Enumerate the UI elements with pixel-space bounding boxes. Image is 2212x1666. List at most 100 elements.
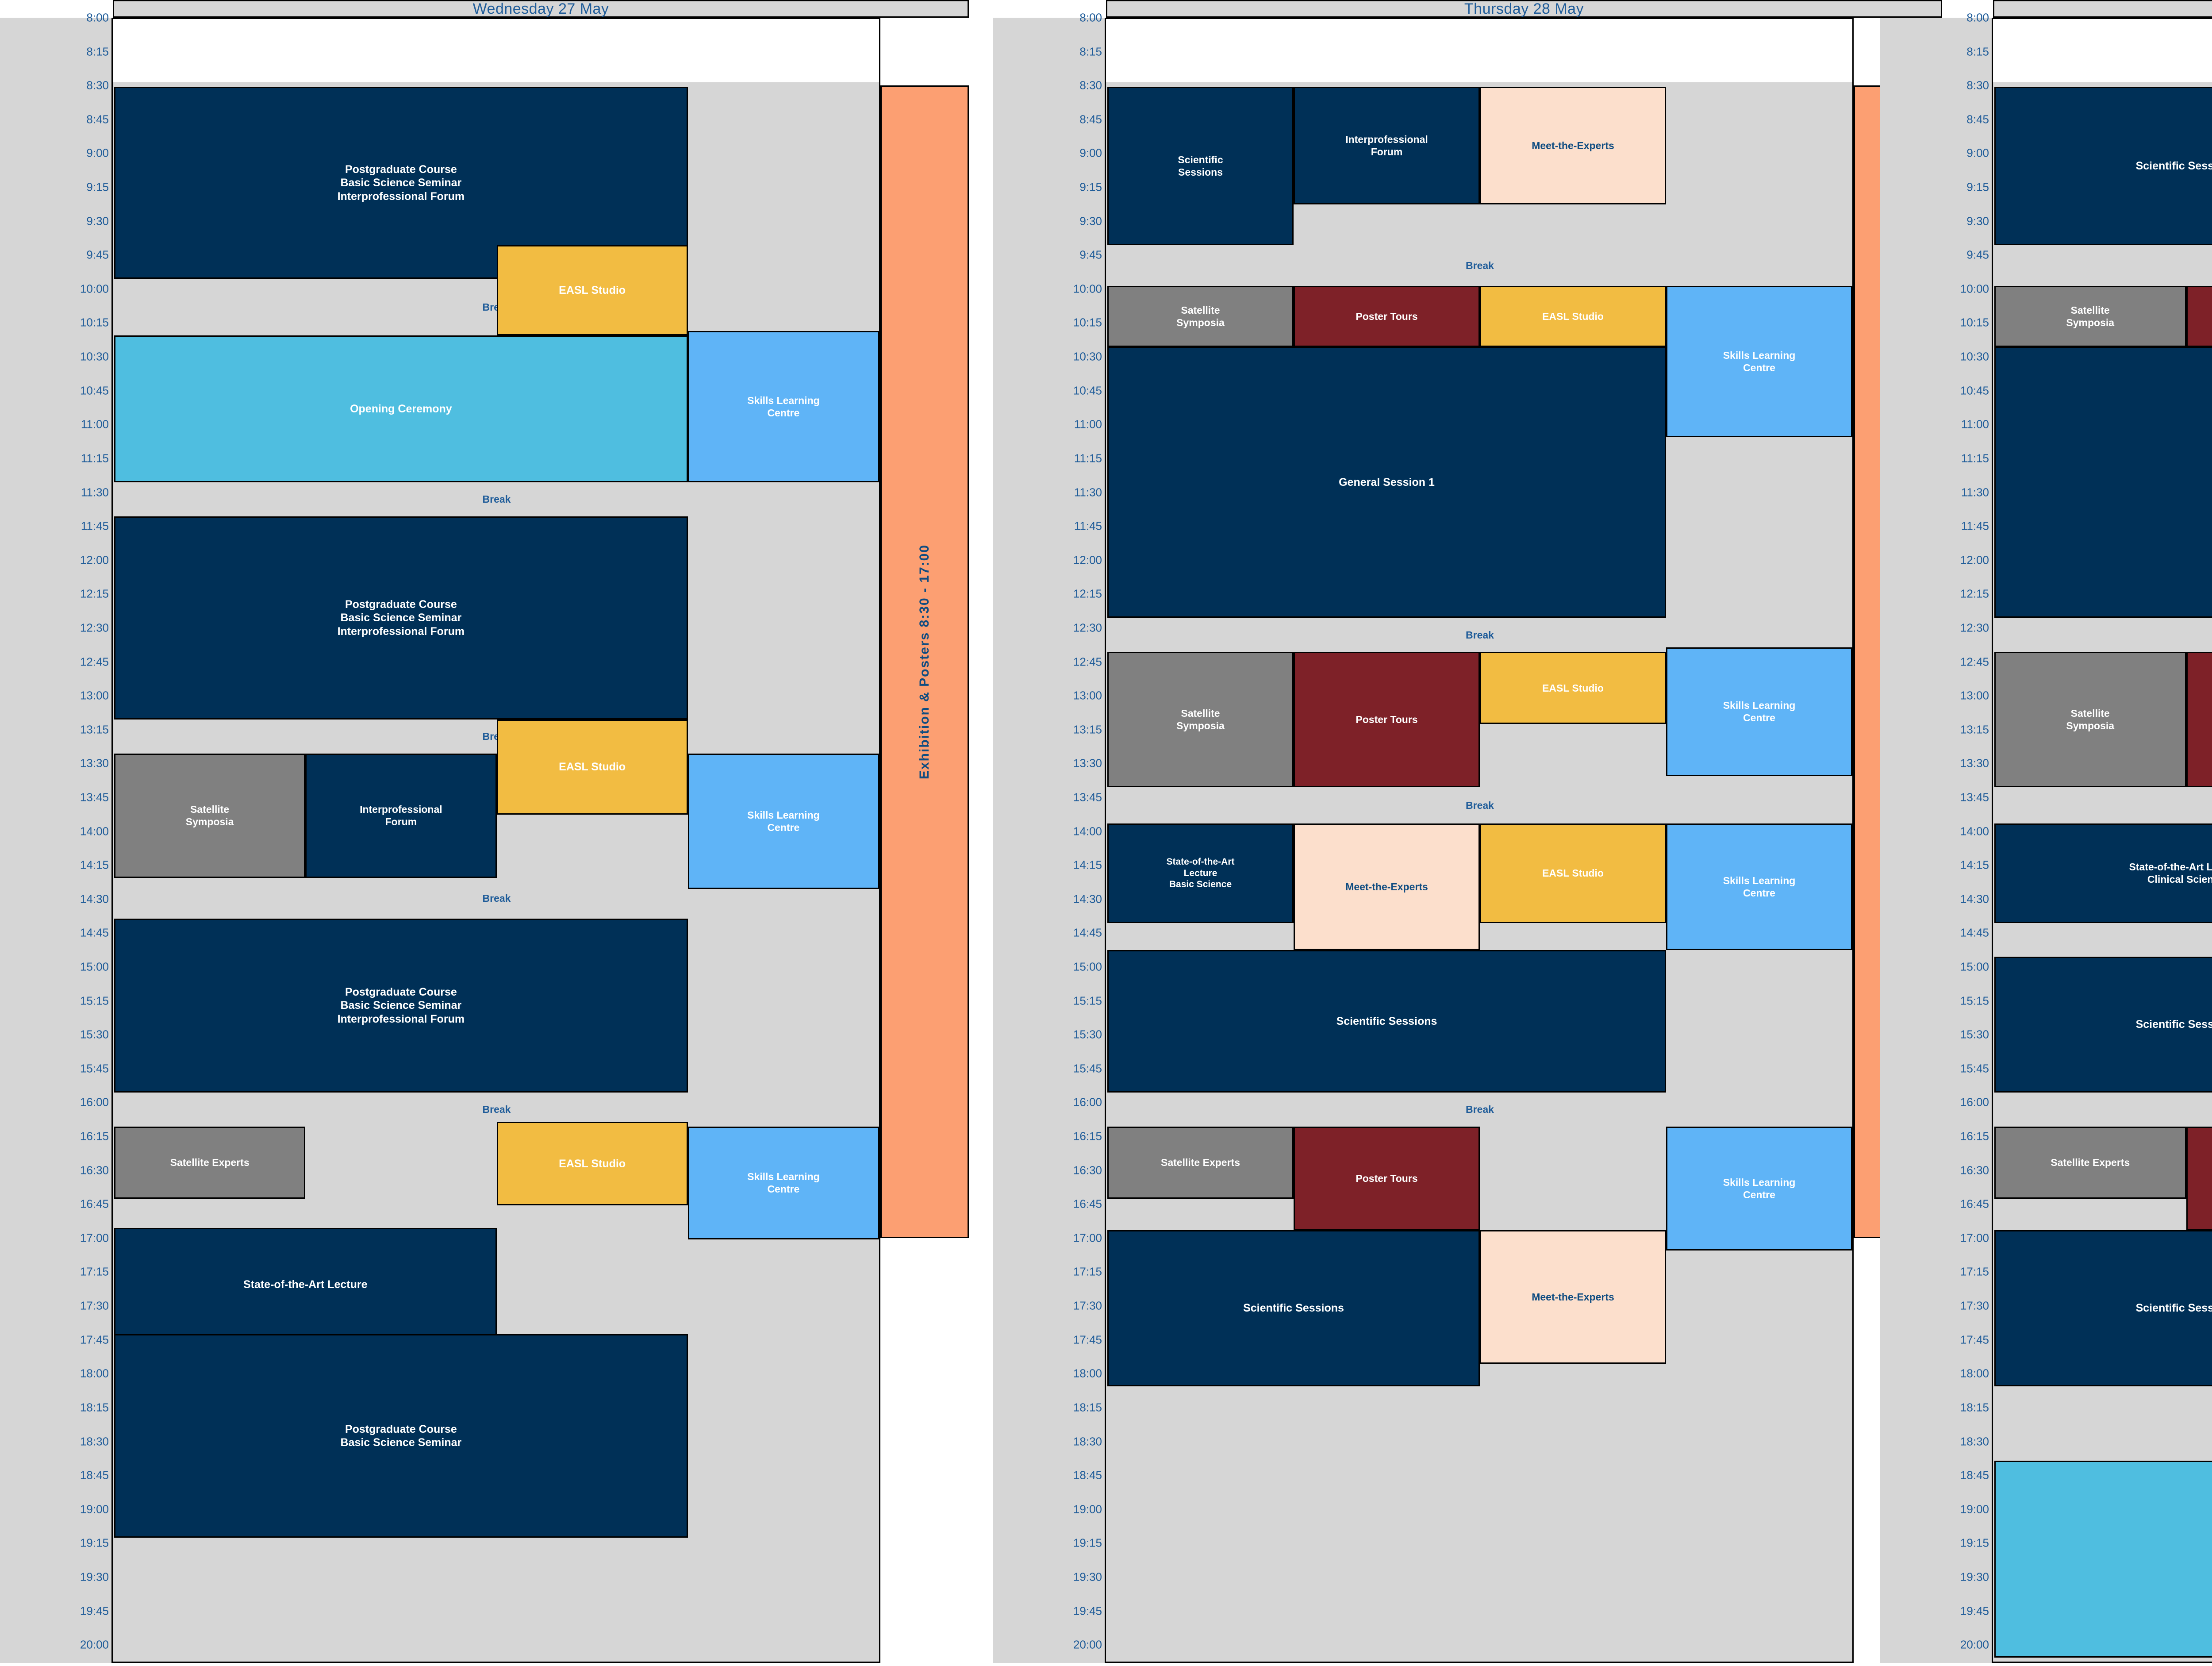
schedule-event[interactable]: Meet-the-Experts <box>1480 1230 1666 1364</box>
schedule-event[interactable]: Meet-the-Experts <box>1480 87 1666 204</box>
schedule-event[interactable]: Break <box>114 1092 879 1127</box>
schedule-event[interactable]: Break <box>1107 245 1852 286</box>
time-tick: 10:30 <box>80 350 109 363</box>
event-label: EASL Studio <box>1542 310 1604 322</box>
event-label: Break <box>1996 934 2212 946</box>
event-label: Break <box>1466 629 1494 641</box>
event-label: EASL General Assembly <box>1997 1552 2212 1566</box>
time-tick: 15:45 <box>80 1062 109 1075</box>
schedule-event[interactable]: EASL Studio <box>1480 823 1666 923</box>
schedule-event[interactable]: Break <box>1994 618 2212 652</box>
time-tick: 14:00 <box>1073 824 1102 838</box>
time-tick: 14:00 <box>1960 824 1989 838</box>
schedule-event[interactable]: Break <box>1994 245 2212 286</box>
schedule-event[interactable]: Opening Ceremony <box>114 335 688 482</box>
time-tick: 13:45 <box>1960 790 1989 804</box>
schedule-event[interactable]: Break <box>1994 787 2212 824</box>
time-tick: 13:15 <box>1073 723 1102 736</box>
event-label: Poster Tours <box>1356 714 1418 726</box>
event-label: Poster Tours <box>2189 713 2212 726</box>
schedule-event[interactable]: Scientific Sessions <box>1994 1230 2212 1386</box>
schedule-event[interactable]: Break <box>1107 1092 1852 1127</box>
time-tick: 17:00 <box>80 1231 109 1245</box>
event-label: Break <box>1996 1103 2212 1116</box>
schedule-event[interactable]: State-of-the-Art LectureClinical Science <box>1994 823 2212 923</box>
time-tick: 8:00 <box>86 11 109 24</box>
time-tick: 15:30 <box>1960 1027 1989 1041</box>
schedule-event[interactable]: General Session 1 <box>1107 346 1666 618</box>
schedule-event[interactable]: Break <box>1994 1386 2212 1461</box>
time-tick: 14:30 <box>1073 892 1102 906</box>
time-tick: 10:45 <box>1073 384 1102 397</box>
time-tick: 11:45 <box>81 519 109 533</box>
time-tick: 9:45 <box>1079 248 1102 262</box>
schedule-event[interactable]: Scientific Sessions <box>1107 1230 1480 1386</box>
schedule-event[interactable]: Satellite Experts <box>1994 1126 2186 1199</box>
schedule-event[interactable]: Satellite Experts <box>114 1126 306 1199</box>
schedule-event[interactable]: EASL Studio <box>496 1122 688 1206</box>
schedule-event[interactable]: State-of-the-Art Lecture <box>114 1228 497 1341</box>
schedule-event[interactable]: Poster Tours <box>2186 652 2212 788</box>
schedule-event[interactable]: Scientific Sessions <box>1107 950 1666 1093</box>
time-tick: 13:00 <box>1073 689 1102 702</box>
time-tick: 13:45 <box>80 790 109 804</box>
schedule-event[interactable]: EASL Studio <box>1480 285 1666 347</box>
schedule-event[interactable]: Break <box>1107 787 1852 824</box>
time-tick: 17:15 <box>1960 1265 1989 1278</box>
time-tick: 10:00 <box>80 282 109 296</box>
event-label: Break <box>482 892 511 904</box>
schedule-event[interactable]: Satellite Experts <box>1107 1126 1294 1199</box>
time-tick: 17:30 <box>80 1299 109 1312</box>
time-tick: 19:30 <box>80 1570 109 1584</box>
schedule-event[interactable]: EASL Studio <box>496 245 688 335</box>
schedule-event[interactable]: Meet-the-Experts <box>1294 823 1480 950</box>
schedule-event[interactable]: EASL Studio <box>1480 652 1666 724</box>
time-tick: 15:00 <box>1960 960 1989 973</box>
event-label: Scientific Sessions <box>2135 159 2212 172</box>
schedule-event[interactable]: EASL General Assembly <box>1994 1461 2212 1658</box>
schedule-event[interactable]: Poster Tours <box>1294 1126 1480 1231</box>
schedule-event[interactable]: Poster Tours <box>1294 652 1480 788</box>
schedule-event[interactable]: Break <box>1994 1092 2212 1127</box>
event-label: Scientific Sessions <box>1336 1015 1437 1027</box>
event-label: Break <box>1996 259 2212 272</box>
schedule-event[interactable]: Break <box>1107 618 1852 652</box>
time-tick: 16:00 <box>1073 1095 1102 1109</box>
time-tick: 13:30 <box>1073 756 1102 770</box>
schedule-event[interactable]: EASL Studio <box>496 719 688 815</box>
schedule-event[interactable]: Break <box>1994 923 2212 957</box>
event-label: Break <box>482 1104 511 1116</box>
schedule-event[interactable]: Poster Tours <box>1294 285 1480 347</box>
schedule-event[interactable]: Break <box>114 482 879 516</box>
schedule-event[interactable]: Scientific Sessions <box>1994 87 2212 245</box>
schedule-event[interactable]: Poster Tours <box>2186 1126 2212 1231</box>
schedule-event[interactable]: General Session 2 <box>1994 346 2212 618</box>
schedule-event[interactable]: Scientific Sessions <box>1994 957 2212 1093</box>
day-header-thursday: Thursday 28 May <box>1106 0 1942 18</box>
time-tick: 18:15 <box>1960 1401 1989 1414</box>
exhibition-posters-bar-wednesday[interactable]: Exhibition & Posters 8:30 - 17:00 <box>880 85 969 1238</box>
time-tick: 13:30 <box>1960 756 1989 770</box>
schedule-event[interactable]: Poster Tours <box>2186 285 2212 347</box>
